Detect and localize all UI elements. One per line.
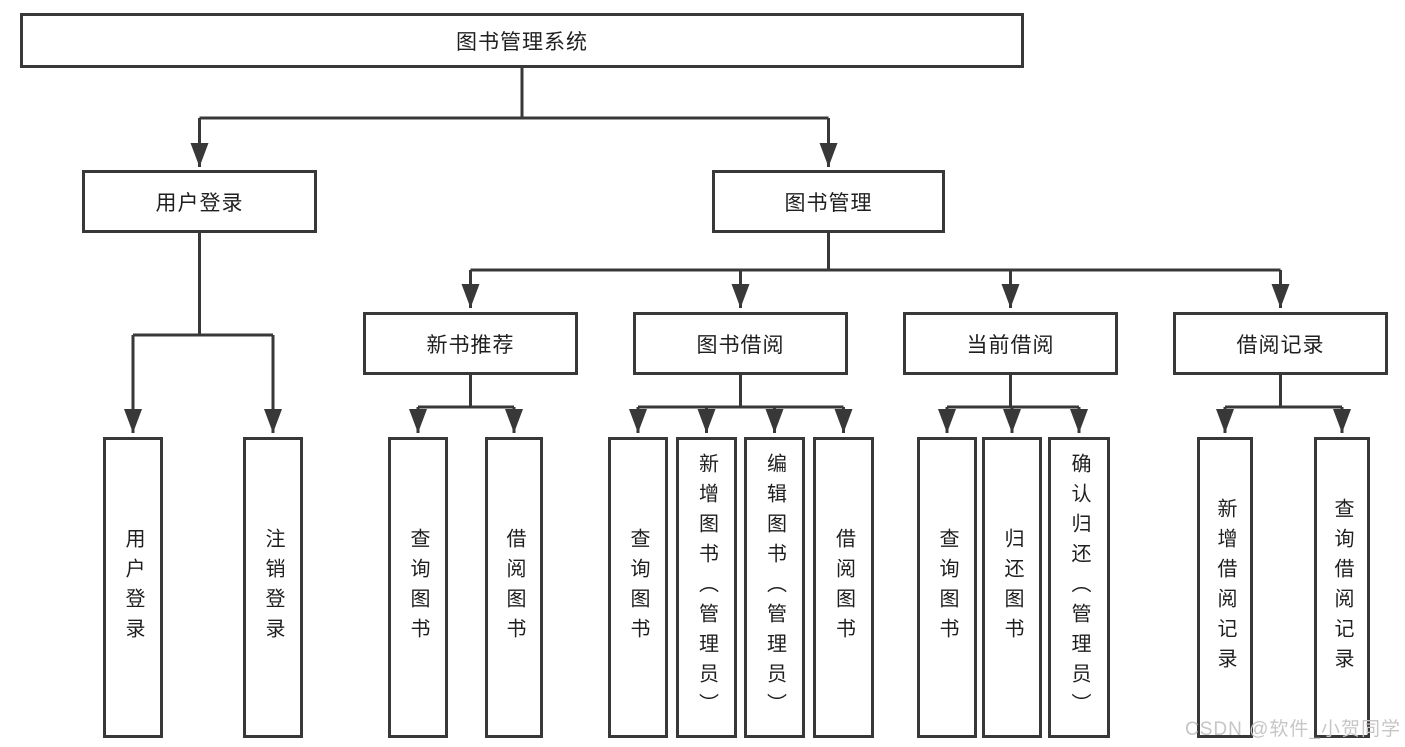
leaf-query-borrow-record: 查询借阅记录 (1314, 437, 1370, 738)
node-new-book-recommend: 新书推荐 (363, 312, 578, 375)
node-book-management-label: 图书管理 (784, 191, 873, 215)
leaf-logout-login-label: 注销登录 (262, 527, 284, 648)
leaf-query-borrow-record-label: 查询借阅记录 (1331, 497, 1353, 678)
leaf-edit-book-admin-label: 编辑图书（管理员） (763, 452, 786, 723)
leaf-query-books-borrow-label: 查询图书 (627, 527, 649, 648)
leaf-query-books-recommend-label: 查询图书 (407, 527, 429, 648)
node-root: 图书管理系统 (20, 13, 1024, 68)
leaf-confirm-return-admin-label: 确认归还（管理员） (1068, 452, 1090, 723)
leaf-return-book: 归还图书 (982, 437, 1042, 738)
node-borrow-records-label: 借阅记录 (1236, 333, 1325, 357)
node-book-management: 图书管理 (712, 170, 945, 233)
leaf-user-login: 用户登录 (103, 437, 163, 738)
leaf-borrow-books-label: 借阅图书 (832, 527, 855, 648)
leaf-add-borrow-record: 新增借阅记录 (1197, 437, 1253, 738)
watermark: CSDN @软件_小贺同学 (1185, 719, 1401, 740)
node-book-borrow-label: 图书借阅 (696, 333, 785, 357)
leaf-confirm-return-admin: 确认归还（管理员） (1048, 437, 1110, 738)
leaf-return-book-label: 归还图书 (1001, 527, 1023, 648)
node-new-book-recommend-label: 新书推荐 (426, 333, 515, 357)
leaf-user-login-label: 用户登录 (122, 527, 144, 648)
leaf-query-books-current-label: 查询图书 (936, 527, 958, 648)
node-user-login-label: 用户登录 (155, 191, 244, 215)
leaf-add-book-admin: 新增图书（管理员） (676, 437, 737, 738)
leaf-logout-login: 注销登录 (243, 437, 303, 738)
node-current-borrow: 当前借阅 (903, 312, 1118, 375)
node-borrow-records: 借阅记录 (1173, 312, 1388, 375)
leaf-query-books-recommend: 查询图书 (388, 437, 448, 738)
leaf-edit-book-admin: 编辑图书（管理员） (744, 437, 805, 738)
node-root-label: 图书管理系统 (456, 30, 588, 54)
node-user-login: 用户登录 (82, 170, 317, 233)
leaf-query-books-current: 查询图书 (917, 437, 977, 738)
leaf-query-books-borrow: 查询图书 (608, 437, 668, 738)
leaf-borrow-books: 借阅图书 (813, 437, 874, 738)
node-current-borrow-label: 当前借阅 (966, 333, 1055, 357)
leaf-borrow-books-recommend: 借阅图书 (485, 437, 543, 738)
node-book-borrow: 图书借阅 (633, 312, 848, 375)
leaf-add-borrow-record-label: 新增借阅记录 (1214, 497, 1236, 678)
leaf-add-book-admin-label: 新增图书（管理员） (695, 452, 718, 723)
leaf-borrow-books-recommend-label: 借阅图书 (503, 527, 525, 648)
